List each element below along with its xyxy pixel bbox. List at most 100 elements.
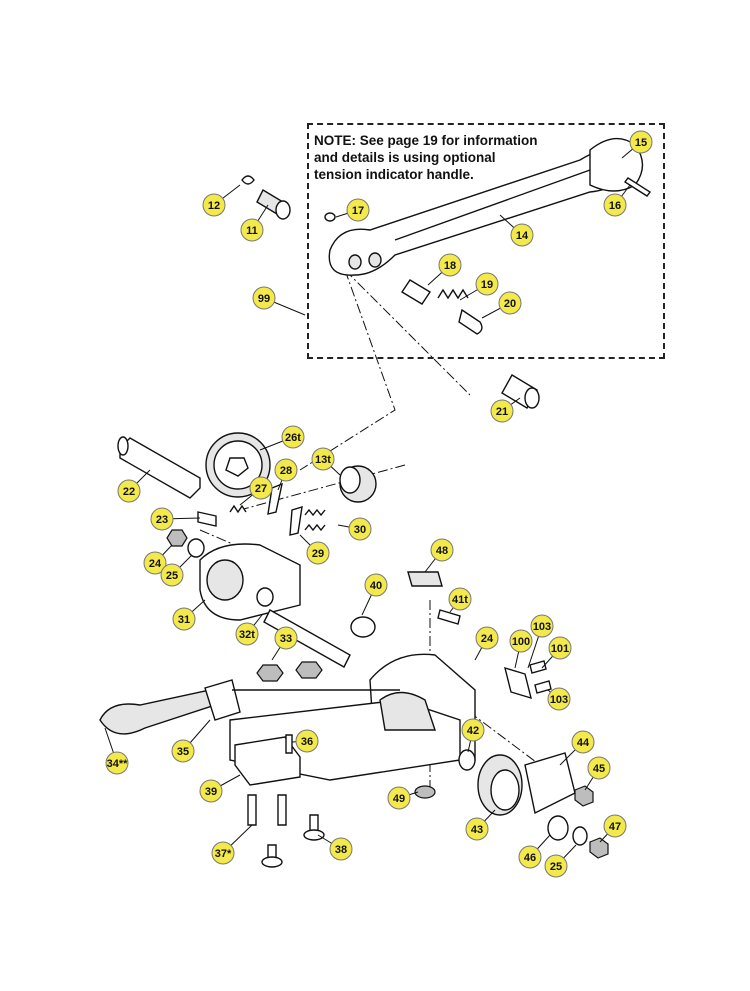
callout-label: 15 (635, 137, 647, 149)
callout-label: 12 (208, 200, 220, 212)
callout-bubble (252, 286, 276, 310)
part-callout: 25 (544, 844, 577, 878)
part-callout: 24 (143, 544, 173, 575)
callout-label: 35 (177, 746, 189, 758)
callout-bubble (571, 730, 595, 754)
callout-label: 18 (444, 260, 456, 272)
part-callout: 103 (547, 687, 571, 711)
part-callout: 40 (361, 573, 388, 616)
part-callout: 34** (104, 727, 129, 775)
part-callout: 39 (199, 774, 241, 803)
part-callout: 100 (509, 629, 533, 669)
callout-label: 42 (467, 725, 479, 737)
part-callout: 103 (527, 614, 554, 669)
callout-bubble (202, 193, 226, 217)
callout-label: 100 (512, 636, 530, 648)
part-callout: 17 (335, 198, 370, 222)
optional-handle-note-box (307, 123, 665, 359)
callout-label: 24 (481, 633, 494, 645)
callout-bubble (281, 425, 305, 449)
callout-bubble (430, 538, 454, 562)
part-callout: 18 (427, 253, 462, 286)
callout-bubble (461, 718, 485, 742)
callout-bubble (530, 614, 554, 638)
part-callout: 37* (211, 824, 253, 865)
callout-bubble (295, 729, 319, 753)
part-callout: 22 (117, 469, 151, 503)
callout-label: 48 (436, 545, 448, 557)
part-callout: 42 (461, 718, 485, 753)
callout-label: 29 (312, 548, 324, 560)
callout-label: 25 (550, 861, 562, 873)
callout-bubble (465, 817, 489, 841)
callout-label: 20 (504, 298, 516, 310)
callout-label: 30 (354, 524, 366, 536)
callout-bubble (547, 687, 571, 711)
callout-bubble (150, 507, 174, 531)
callout-label: 49 (393, 793, 405, 805)
part-callout: 26t (259, 425, 305, 451)
callout-label: 47 (609, 821, 621, 833)
callout-bubble (475, 626, 499, 650)
callout-bubble (274, 626, 298, 650)
callout-label: 37* (215, 848, 232, 860)
part-callout: 49 (387, 786, 419, 810)
callout-label: 44 (577, 737, 590, 749)
part-callout: 30 (337, 517, 372, 541)
callout-label: 19 (481, 279, 493, 291)
callout-bubble (235, 622, 259, 646)
part-callout: 45 (584, 756, 611, 791)
part-callout: 29 (299, 534, 330, 565)
callout-bubble (510, 223, 534, 247)
part-callout: 48 (424, 538, 454, 573)
callout-bubble (160, 563, 184, 587)
part-callout: 38 (317, 834, 353, 861)
note-line: and details is using optional (314, 150, 496, 165)
part-callout: 24 (474, 626, 499, 661)
callout-bubble (518, 845, 542, 869)
part-callout: 46 (518, 834, 551, 869)
callout-bubble (105, 751, 129, 775)
callout-label: 40 (370, 580, 382, 592)
part-callout: 101 (541, 636, 572, 669)
callout-bubble (498, 291, 522, 315)
callout-bubble (603, 193, 627, 217)
callout-bubble (306, 541, 330, 565)
part-callout: 36 (291, 729, 319, 753)
part-callout: 28 (274, 458, 298, 491)
callout-bubble (211, 841, 235, 865)
callout-bubble (171, 739, 195, 763)
callout-bubble (364, 573, 388, 597)
callout-label: 43 (471, 824, 483, 836)
callout-label: 46 (524, 852, 536, 864)
callout-label: 36 (301, 736, 313, 748)
part-callout: 19 (459, 272, 499, 301)
callout-bubble (448, 587, 472, 611)
part-callout: 25 (160, 554, 193, 587)
part-callout: 33 (271, 626, 298, 661)
callout-label: 32t (239, 629, 255, 641)
callout-bubble (387, 786, 411, 810)
callout-bubble (509, 629, 533, 653)
callout-bubble (490, 399, 514, 423)
callout-bubble (249, 476, 273, 500)
part-callout: 16 (603, 184, 631, 217)
callout-bubble (240, 218, 264, 242)
callout-label: 26t (285, 432, 301, 444)
part-callout: 23 (150, 507, 201, 531)
part-callout: 27 (239, 476, 273, 506)
callout-label: 16 (609, 200, 621, 212)
callout-label: 28 (280, 465, 292, 477)
callout-bubble (311, 447, 335, 471)
part-callout: 35 (171, 719, 211, 763)
callout-label: 103 (550, 694, 568, 706)
callout-label: 33 (280, 633, 292, 645)
part-callout: 99 (252, 286, 306, 316)
callout-bubble (346, 198, 370, 222)
callout-bubble (603, 814, 627, 838)
part-callout: 11 (240, 204, 269, 242)
callout-bubble (329, 837, 353, 861)
callout-label: 13t (315, 454, 331, 466)
